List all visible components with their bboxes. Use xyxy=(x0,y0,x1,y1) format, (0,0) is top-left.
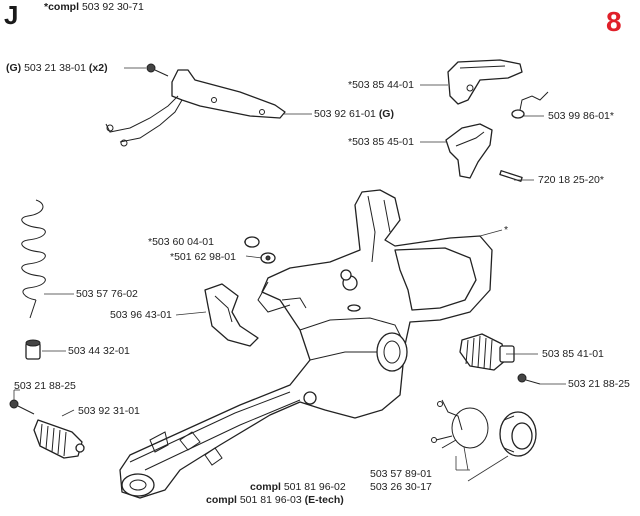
callout-av-spring-left: 503 92 31-01 xyxy=(78,405,140,417)
compl-prefix: compl xyxy=(250,481,281,493)
g-marker: (G) xyxy=(378,108,394,120)
rear-handle-body xyxy=(119,189,493,499)
part-number: 503 21 38-01 xyxy=(24,62,86,74)
part-number: 503 96 43-01 xyxy=(110,309,172,321)
callout-nut-2: *501 62 98-01 xyxy=(170,251,236,263)
part-number: *503 85 44-01 xyxy=(348,79,414,91)
trigger-lower-part xyxy=(445,123,493,179)
part-number: 503 26 30-17 xyxy=(370,481,432,493)
throttle-lockout-part xyxy=(204,283,259,347)
callout-compl-1: compl 501 81 96-02 xyxy=(250,481,346,493)
small-buffer-part xyxy=(25,339,41,360)
trigger-upper-part xyxy=(447,59,523,105)
spring-wire-part xyxy=(511,91,549,119)
compl-prefix: compl xyxy=(206,494,237,506)
part-number: 503 92 61-01 xyxy=(314,108,376,120)
callout-g-bolt: (G) 503 21 38-01 (x2) xyxy=(6,62,108,74)
part-number: 503 44 32-01 xyxy=(68,345,130,357)
part-number: 503 85 41-01 xyxy=(542,348,604,360)
coil-spring-part xyxy=(21,199,46,319)
callout-cap: 503 26 30-17 xyxy=(370,481,432,493)
av-buffer-right-part xyxy=(459,333,541,385)
part-number: 503 92 31-01 xyxy=(78,405,140,417)
nut-parts xyxy=(244,236,276,264)
part-number: 503 21 88-25 xyxy=(568,378,630,390)
callout-spring-wire: 503 99 86-01* xyxy=(548,110,614,122)
pin-part xyxy=(499,170,523,182)
part-number: 503 57 76-02 xyxy=(76,288,138,300)
variant-marker: (E-tech) xyxy=(304,494,344,506)
part-number: 503 21 88-25 xyxy=(14,380,76,392)
part-number: 503 99 86-01* xyxy=(548,110,614,122)
part-number: 501 81 96-03 xyxy=(239,494,302,506)
av-buffer-left-part xyxy=(9,399,85,459)
compl-number: 503 92 30-71 xyxy=(81,1,144,13)
bolt-g-part xyxy=(146,63,169,77)
part-number: * xyxy=(504,224,509,236)
cap-and-clip-part xyxy=(431,399,537,457)
callout-coil-spring: 503 57 76-02 xyxy=(76,288,138,300)
part-number: *501 62 98-01 xyxy=(170,251,236,263)
page-number: 8 xyxy=(606,6,622,37)
callout-screw-left: 503 21 88-25 xyxy=(14,380,76,392)
part-number: *503 85 45-01 xyxy=(348,136,414,148)
complete-assembly-header: *compl 503 92 30-71 xyxy=(44,1,144,13)
part-number: 503 57 89-01 xyxy=(370,468,432,480)
callout-trigger-lower: *503 85 45-01 xyxy=(348,136,414,148)
callout-small-buffer: 503 44 32-01 xyxy=(68,345,130,357)
compl-prefix: *compl xyxy=(44,1,80,13)
callout-pin: 720 18 25-20* xyxy=(538,174,604,186)
callout-compl-2: compl 501 81 96-03 (E-tech) xyxy=(206,494,344,506)
callout-throttle-lockout: 503 96 43-01 xyxy=(110,309,172,321)
callout-handle-assembly: * xyxy=(504,224,508,236)
part-number: 720 18 25-20* xyxy=(538,174,604,186)
handle-cover-part xyxy=(105,69,286,147)
callout-clip: 503 57 89-01 xyxy=(370,468,432,480)
section-letter: J xyxy=(4,0,19,30)
part-number: 501 81 96-02 xyxy=(283,481,346,493)
leader-lines xyxy=(13,67,566,482)
callout-screw-right: 503 21 88-25 xyxy=(568,378,630,390)
quantity: (x2) xyxy=(88,62,108,74)
part-number: *503 60 04-01 xyxy=(148,236,214,248)
callout-av-buffer-right: 503 85 41-01 xyxy=(542,348,604,360)
g-marker: (G) xyxy=(6,62,22,74)
callout-trigger-upper: *503 85 44-01 xyxy=(348,79,414,91)
callout-nut-1: *503 60 04-01 xyxy=(148,236,214,248)
callout-handle-cover: 503 92 61-01 (G) xyxy=(314,108,394,120)
